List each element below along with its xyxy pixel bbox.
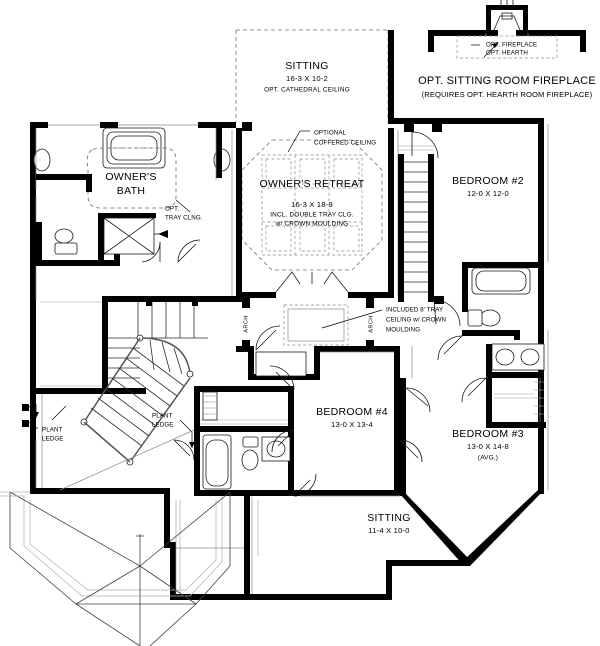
room-note-owners-retreat: INCL. DOUBLE TRAY CLG. [270,212,354,219]
room-label-sitting-lower: SITTING [367,512,411,524]
arch-label-right: ARCH [368,315,374,332]
annotation-included-tray-line3: MOULDING [386,327,420,334]
room-dim-bedroom-2: 12-0 X 12-0 [467,189,509,198]
owners-bath: OWNER'S BATH OPT. TRAY CLNG. [33,127,231,266]
room-label-bedroom-3: BEDROOM #3 [452,428,524,440]
room-label-bedroom-2: BEDROOM #2 [452,175,524,187]
annotation-opt-tray-line1: OPT. [165,206,179,213]
plant-ledges: PLANT LEDGE PLANT LEDGE [22,403,195,491]
annotation-included-tray-line1: INCLUDED 8' TRAY [386,307,443,314]
annotation-plant-ledge-left-line2: LEDGE [42,436,63,443]
room-dim-sitting-lower: 11-4 X 10-0 [368,526,409,535]
room-label-bedroom-4: BEDROOM #4 [316,406,388,418]
detail-title-line1: OPT. SITTING ROOM FIREPLACE [418,75,596,87]
room-dim-bedroom-4: 13-0 X 13-4 [331,420,373,429]
annotation-opt-tray-line2: TRAY CLNG. [165,215,203,222]
room-bedroom-3: BEDROOM #3 13-0 X 14-8 (AVG.) [400,346,524,566]
annotation-opt-fireplace-line2: OPT. HEARTH [486,50,528,57]
room-label-owners-bath-2: BATH [117,185,145,197]
owners-retreat: OWNER'S RETREAT 16-3 X 18-9 INCL. DOUBLE… [231,128,399,298]
room-label-owners-retreat: OWNER'S RETREAT [260,178,365,190]
room-dim-owners-retreat: 16-3 X 18-9 [291,200,333,209]
room-dim-bedroom-3: 13-0 X 14-8 [467,442,509,451]
central-hall: ARCH ARCH INCLUDED 8' TRAY CEILING w/ CR… [236,271,446,380]
room-label-sitting-upper: SITTING [285,60,329,72]
detail-title-line2: (REQUIRES OPT. HEARTH ROOM FIREPLACE) [422,90,593,99]
room-bedroom-2: BEDROOM #2 12-0 X 12-0 [398,131,546,428]
room-bedroom-4: BEDROOM #4 13-0 X 13-4 [294,346,400,497]
annotation-plant-ledge-right-line1: PLANT [152,413,173,420]
arch-label-left: ARCH [243,315,249,332]
annotation-plant-ledge-left-line1: PLANT [42,427,63,434]
curved-staircase [36,296,242,466]
misc-interior-details [35,124,549,600]
annotation-opt-fireplace-line1: OPT. FIREPLACE [486,42,537,49]
room-sitting-lower: SITTING 11-4 X 10-0 [175,496,411,600]
annotation-coffered-line1: OPTIONAL [314,130,347,137]
room-note2-owners-retreat: w/ CROWN MOULDING [275,221,349,228]
hall-bathroom [173,365,317,497]
exterior-walls [30,30,544,600]
room-label-owners-bath: OWNER'S [105,171,156,183]
room-note-sitting-upper: OPT. CATHEDRAL CEILING [264,87,350,94]
fireplace-detail: OPT. FIREPLACE OPT. HEARTH OPT. SITTING … [418,0,596,99]
annotation-plant-ledge-right-line2: LEDGE [152,422,173,429]
room-note-bedroom-3: (AVG.) [478,455,498,462]
porch-roof-below [0,491,259,646]
room-dim-sitting-upper: 16-3 X 10-2 [286,74,328,83]
annotation-coffered-line2: COFFERED CEILING [314,140,376,147]
annotation-included-tray-line2: CEILING w/ CROWN [386,317,446,324]
